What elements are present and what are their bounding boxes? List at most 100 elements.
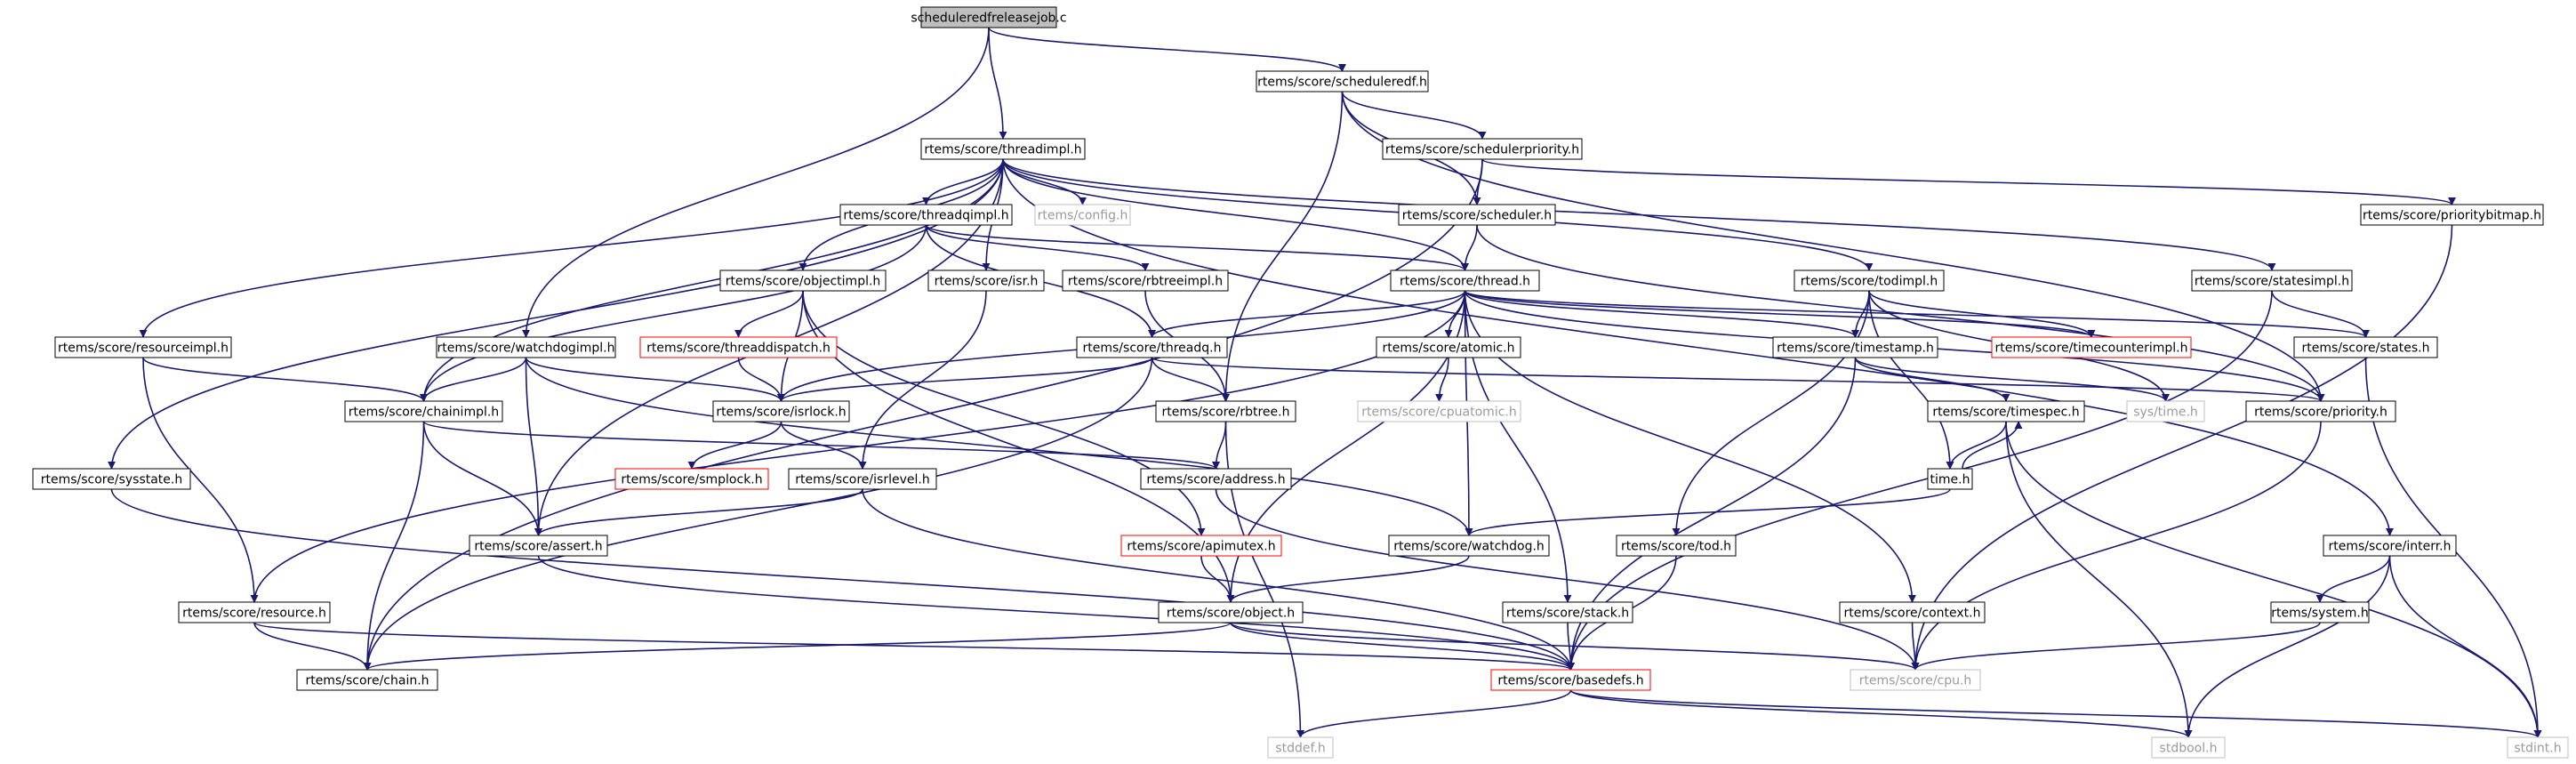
node-label-objectimpl: rtems/score/objectimpl.h	[726, 275, 881, 289]
node-rbtreeimpl[interactable]: rtems/score/rbtreeimpl.h	[1062, 269, 1229, 292]
edge-interr-to-stdbool	[2184, 555, 2391, 738]
node-stddef[interactable]: stddef.h	[1267, 736, 1334, 759]
edge-threadimpl-to-interr	[1002, 158, 2394, 536]
node-scheduler[interactable]: rtems/score/scheduler.h	[1398, 204, 1556, 226]
node-timecounterimpl[interactable]: rtems/score/timecounterimpl.h	[1991, 336, 2192, 358]
edge-sysstate-to-basedefs	[110, 488, 1575, 671]
node-resourceimpl[interactable]: rtems/score/resourceimpl.h	[54, 336, 232, 358]
edge-scheduleredf-to-rbtree	[1222, 91, 1344, 402]
node-objectimpl[interactable]: rtems/score/objectimpl.h	[719, 269, 887, 292]
node-states[interactable]: rtems/score/states.h	[2293, 336, 2438, 358]
node-label-watchdogimpl: rtems/score/watchdogimpl.h	[437, 342, 615, 356]
node-resource[interactable]: rtems/score/resource.h	[178, 601, 331, 623]
node-todimpl[interactable]: rtems/score/todimpl.h	[1794, 269, 1945, 292]
node-label-stdint: stdint.h	[2514, 742, 2561, 756]
node-label-isrlevel: rtems/score/isrlevel.h	[795, 473, 929, 487]
node-stdint[interactable]: stdint.h	[2507, 736, 2569, 759]
node-label-apimutex: rtems/score/apimutex.h	[1127, 540, 1275, 554]
node-box-stddef	[1267, 736, 1334, 759]
node-timespec[interactable]: rtems/score/timespec.h	[1927, 400, 2085, 422]
node-smplock[interactable]: rtems/score/smplock.h	[614, 468, 769, 490]
node-box-systime	[2126, 400, 2205, 422]
node-threaddispatch[interactable]: rtems/score/threaddispatch.h	[639, 336, 838, 358]
node-chain[interactable]: rtems/score/chain.h	[296, 669, 438, 691]
edge-time-to-timespec	[1962, 421, 2023, 470]
edge-assert-to-basedefs	[537, 555, 1575, 671]
node-label-todimpl: rtems/score/todimpl.h	[1801, 275, 1938, 289]
edge-threadq-to-priority	[1151, 357, 2325, 402]
node-label-timecounterimpl: rtems/score/timecounterimpl.h	[1995, 342, 2188, 356]
node-systime[interactable]: sys/time.h	[2126, 400, 2205, 422]
edge-basedefs-to-stddef	[1296, 689, 1572, 738]
node-atomic[interactable]: rtems/score/atomic.h	[1376, 336, 1521, 358]
node-context[interactable]: rtems/score/context.h	[1839, 601, 1986, 623]
edge-watchdogimpl-to-watchdog	[525, 357, 1473, 536]
node-box-interr	[2323, 535, 2457, 557]
node-schedulerpriority[interactable]: rtems/score/schedulerpriority.h	[1382, 138, 1583, 160]
edge-stack-to-basedefs	[1566, 622, 1575, 671]
node-label-assert: rtems/score/assert.h	[474, 540, 602, 554]
node-box-isr	[927, 269, 1045, 292]
edge-schedulerpriority-to-prioritybitmap	[1481, 158, 2456, 205]
node-box-sysstate	[32, 468, 191, 490]
node-isr[interactable]: rtems/score/isr.h	[927, 269, 1045, 292]
node-assert[interactable]: rtems/score/assert.h	[469, 535, 608, 557]
node-isrlevel[interactable]: rtems/score/isrlevel.h	[788, 468, 937, 490]
edge-statesimpl-to-basedefs	[1567, 290, 2273, 671]
node-label-root: scheduleredfreleasejob.c	[911, 12, 1066, 26]
node-address[interactable]: rtems/score/address.h	[1140, 468, 1292, 490]
node-label-priority: rtems/score/priority.h	[2254, 406, 2387, 420]
node-threadimpl[interactable]: rtems/score/threadimpl.h	[920, 138, 1086, 160]
node-timestamp[interactable]: rtems/score/timestamp.h	[1772, 336, 1938, 358]
node-priority[interactable]: rtems/score/priority.h	[2245, 400, 2396, 422]
edge-todimpl-to-tod	[1672, 290, 1870, 536]
edge-threadq-to-rbtree	[1151, 357, 1230, 402]
node-box-todimpl	[1794, 269, 1945, 292]
node-threadqimpl[interactable]: rtems/score/threadqimpl.h	[839, 204, 1013, 226]
node-isrlock[interactable]: rtems/score/isrlock.h	[712, 400, 850, 422]
node-watchdogimpl[interactable]: rtems/score/watchdogimpl.h	[436, 336, 616, 358]
node-box-smplock	[614, 468, 769, 490]
node-box-statesimpl	[2191, 269, 2353, 292]
node-sysstate[interactable]: rtems/score/sysstate.h	[32, 468, 191, 490]
node-box-stdint	[2507, 736, 2569, 759]
node-cpuatomic[interactable]: rtems/score/cpuatomic.h	[1357, 400, 1521, 422]
node-label-rbtree: rtems/score/rbtree.h	[1162, 406, 1290, 420]
node-chainimpl[interactable]: rtems/score/chainimpl.h	[344, 400, 503, 422]
node-watchdog[interactable]: rtems/score/watchdog.h	[1388, 535, 1550, 557]
node-stdbool[interactable]: stdbool.h	[2151, 736, 2226, 759]
node-root: scheduleredfreleasejob.c	[911, 6, 1067, 28]
node-box-scheduleredf	[1256, 70, 1429, 92]
node-box-watchdog	[1388, 535, 1550, 557]
edge-root-to-threadimpl	[988, 27, 1007, 140]
edge-isrlock-to-smplock	[687, 421, 782, 470]
node-time[interactable]: time.h	[1927, 468, 1973, 490]
node-label-cpu: rtems/score/cpu.h	[1859, 674, 1972, 688]
edge-address-to-cpu	[1215, 488, 1920, 671]
node-config[interactable]: rtems/config.h	[1034, 204, 1131, 226]
node-rbtree[interactable]: rtems/score/rbtree.h	[1155, 400, 1296, 422]
node-label-scheduler: rtems/score/scheduler.h	[1402, 209, 1552, 223]
node-prioritybitmap[interactable]: rtems/score/prioritybitmap.h	[2360, 204, 2544, 226]
node-scheduleredf[interactable]: rtems/score/scheduleredf.h	[1256, 70, 1429, 92]
node-label-stack: rtems/score/stack.h	[1506, 607, 1629, 621]
node-statesimpl[interactable]: rtems/score/statesimpl.h	[2191, 269, 2353, 292]
node-label-schedulerpriority: rtems/score/schedulerpriority.h	[1385, 143, 1579, 157]
node-basedefs[interactable]: rtems/score/basedefs.h	[1490, 669, 1651, 691]
edge-object-to-cpu	[1230, 622, 1920, 671]
node-box-timestamp	[1772, 336, 1938, 358]
edge-thread-to-timecounterimpl	[1464, 290, 2096, 338]
node-box-tod	[1616, 535, 1737, 557]
node-object[interactable]: rtems/score/object.h	[1158, 601, 1304, 623]
node-stack[interactable]: rtems/score/stack.h	[1502, 601, 1633, 623]
node-thread[interactable]: rtems/score/thread.h	[1390, 269, 1540, 292]
node-tod[interactable]: rtems/score/tod.h	[1616, 535, 1737, 557]
node-box-isrlock	[712, 400, 850, 422]
node-box-assert	[469, 535, 608, 557]
node-interr[interactable]: rtems/score/interr.h	[2323, 535, 2457, 557]
node-box-address	[1140, 468, 1292, 490]
node-cpu[interactable]: rtems/score/cpu.h	[1850, 669, 1981, 691]
node-threadq[interactable]: rtems/score/threadq.h	[1076, 336, 1228, 358]
node-system[interactable]: rtems/system.h	[2270, 601, 2370, 623]
node-apimutex[interactable]: rtems/score/apimutex.h	[1120, 535, 1282, 557]
